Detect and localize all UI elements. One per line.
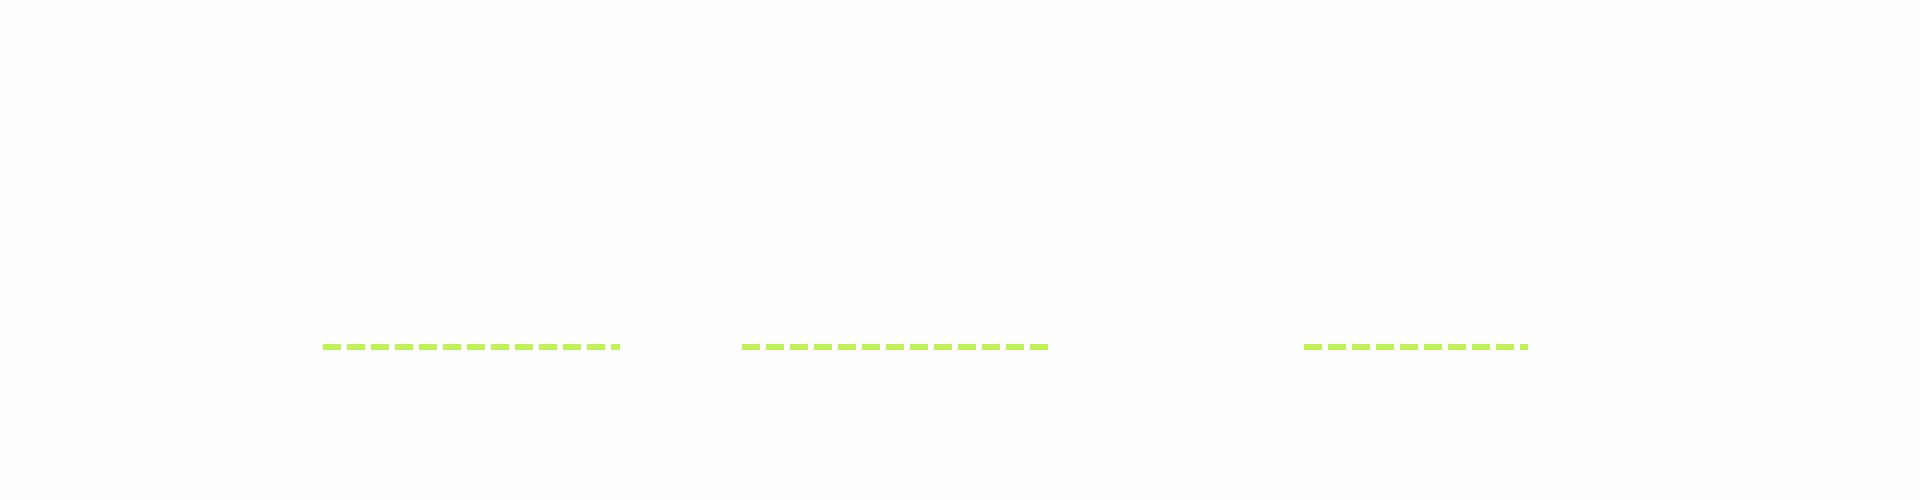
dashed-underline [323,344,620,350]
dashed-underline [742,344,1048,350]
dashed-underline [1304,344,1528,350]
